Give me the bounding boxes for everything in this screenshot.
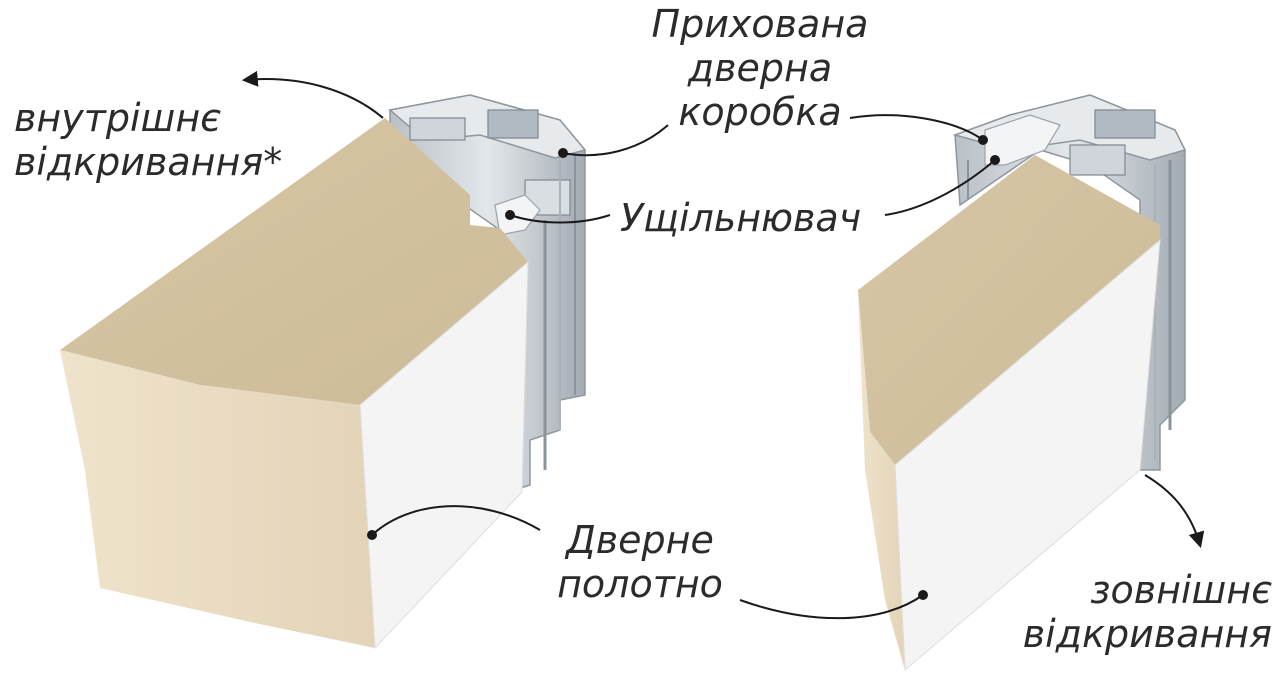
door-leaf-label: Дверне полотно: [540, 518, 740, 606]
right-door-leaf: [858, 155, 1161, 672]
door-leaf-line-1: Дверне: [566, 518, 714, 562]
seal-label: Ущільнювач: [620, 196, 861, 240]
right-frame-profile: [952, 94, 1187, 471]
left-door-leaf-front: [60, 350, 375, 648]
inward-opening-line-2: відкривання*: [14, 140, 283, 184]
left-door-leaf: [60, 118, 529, 650]
hidden-frame-dot-right: [978, 135, 988, 145]
left-door-leaf-top: [60, 118, 528, 405]
inward-opening-arrow: [241, 70, 384, 119]
hidden-frame-label: Прихована дверна коробка: [640, 2, 880, 134]
seal-leader-left: [509, 214, 611, 224]
left-door-leaf-face: [359, 260, 529, 650]
outward-opening-line-1: зовнішнє: [1090, 568, 1272, 612]
right-door-leaf-front: [858, 290, 905, 670]
door-leaf-leader-right: [739, 594, 924, 620]
seal-leader-right: [884, 159, 996, 216]
seal-dot-right: [990, 155, 1000, 165]
right-door-leaf-face: [894, 238, 1161, 672]
hidden-frame-leader-left: [562, 124, 669, 157]
seal-text: Ущільнювач: [620, 196, 862, 240]
seal-dot-left: [505, 210, 515, 220]
right-frame-chamber-1: [1094, 109, 1156, 139]
right-seal: [984, 114, 1061, 166]
hidden-frame-dot-left: [558, 148, 568, 158]
hidden-frame-line-1: Прихована: [651, 2, 869, 46]
hidden-frame-line-3: коробка: [678, 90, 842, 134]
door-leaf-dot-left: [367, 530, 377, 540]
inward-opening-label: внутрішнє відкривання*: [14, 96, 282, 184]
left-frame-chamber-1: [409, 117, 466, 141]
inward-opening-line-1: внутрішнє: [14, 96, 222, 140]
door-leaf-line-2: полотно: [557, 562, 723, 606]
outward-opening-label: зовнішнє відкривання: [1010, 568, 1272, 656]
right-frame-chamber-2: [1069, 144, 1126, 176]
door-leaf-dot-right: [918, 590, 928, 600]
left-frame-chamber-2: [487, 109, 539, 139]
outward-opening-arrow: [1144, 474, 1205, 549]
right-door-leaf-top: [858, 155, 1160, 465]
outward-opening-line-2: відкривання: [1022, 612, 1272, 656]
door-leaf-leader-left: [371, 505, 541, 536]
hidden-frame-leader-right: [849, 114, 984, 141]
left-frame-profile: [388, 94, 587, 492]
leader-lines: [241, 70, 1205, 620]
hidden-frame-line-2: дверна: [687, 46, 833, 90]
